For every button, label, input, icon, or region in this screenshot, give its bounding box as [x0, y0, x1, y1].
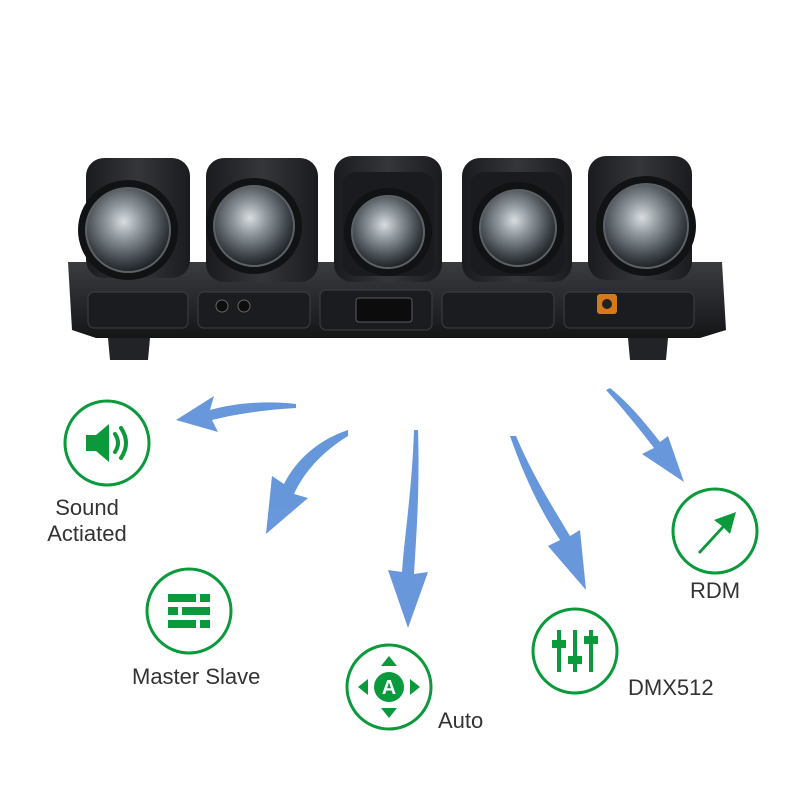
- arrow-up-right-icon: [671, 487, 759, 575]
- head-5: [588, 156, 696, 280]
- speaker-icon: [63, 399, 151, 487]
- auto-mode-label: Auto: [438, 708, 484, 733]
- arrow-to-rdm-icon: [606, 388, 684, 482]
- auto-dpad-icon: A: [345, 643, 433, 731]
- arrow-to-master-slave-icon: [266, 430, 348, 534]
- head-2: [206, 158, 318, 282]
- arrow-to-dmx-icon: [510, 436, 586, 590]
- head-3: [334, 156, 442, 282]
- arrow-to-auto-icon: [388, 430, 428, 628]
- arrow-to-sound-icon: [176, 396, 296, 432]
- dmx-mode-label: DMX512: [628, 675, 714, 700]
- mode-arrows: [176, 388, 684, 628]
- head-4: [462, 158, 572, 282]
- fader-icon: [531, 607, 619, 695]
- auto-glyph: A: [382, 677, 396, 699]
- fixture-heads: [78, 156, 696, 282]
- master-slave-mode-label: Master Slave: [132, 664, 261, 689]
- list-icon: [145, 567, 233, 655]
- rdm-mode-label: RDM: [690, 578, 741, 603]
- rdm-mode-badge: [670, 486, 760, 576]
- auto-mode-badge: A: [344, 642, 434, 732]
- master-slave-mode-badge: [144, 566, 234, 656]
- head-1: [78, 158, 190, 280]
- sound-mode-badge: [62, 398, 152, 488]
- sound-mode-label: Sound Actiated: [47, 495, 127, 546]
- dmx-mode-badge: [530, 606, 620, 696]
